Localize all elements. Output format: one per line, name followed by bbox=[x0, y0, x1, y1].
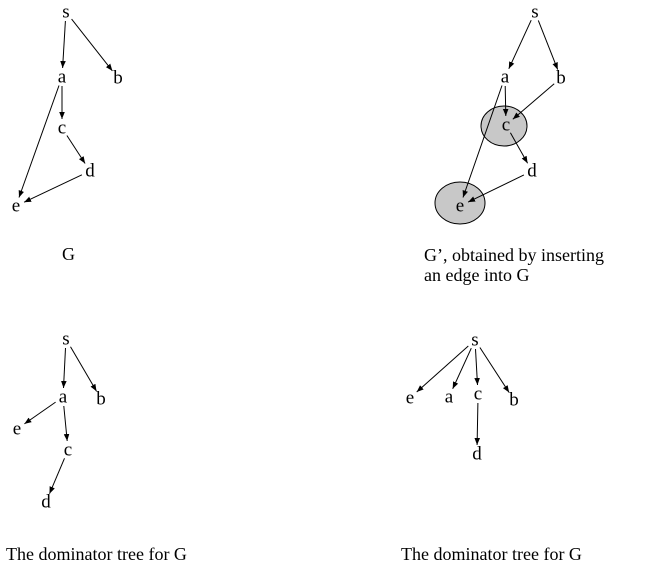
edge-d-e bbox=[467, 174, 525, 203]
node-e: e bbox=[406, 388, 414, 409]
highlight-ellipse-e bbox=[434, 181, 486, 225]
node-a: a bbox=[59, 387, 68, 408]
node-c: c bbox=[64, 440, 72, 461]
node-c: c bbox=[474, 384, 482, 405]
caption-line: an edge into G bbox=[424, 265, 529, 285]
caption-line: The dominator tree for G bbox=[6, 544, 187, 564]
node-b: b bbox=[556, 68, 566, 89]
node-a: a bbox=[58, 67, 67, 88]
node-b: b bbox=[96, 389, 106, 410]
node-c: c bbox=[58, 118, 66, 139]
caption-line: G bbox=[62, 244, 75, 264]
caption-line: The dominator tree for G bbox=[401, 544, 582, 564]
node-e: e bbox=[12, 196, 20, 217]
edge-s-b bbox=[70, 346, 97, 392]
node-b: b bbox=[509, 390, 519, 411]
edge-s-a bbox=[60, 20, 66, 69]
edge-s-a bbox=[508, 19, 532, 70]
edge-s-c bbox=[474, 348, 480, 386]
edge-s-b bbox=[71, 18, 113, 72]
node-d: d bbox=[41, 492, 51, 513]
node-d: d bbox=[527, 161, 537, 182]
node-s: s bbox=[531, 2, 538, 23]
edge-s-b bbox=[537, 20, 559, 70]
edge-c-d bbox=[474, 402, 481, 446]
edge-s-a bbox=[61, 347, 67, 389]
edge-s-a bbox=[452, 347, 472, 390]
node-c: c bbox=[502, 115, 510, 136]
caption-line: G’, obtained by inserting bbox=[424, 245, 604, 265]
edge-a-c bbox=[502, 85, 509, 117]
node-b: b bbox=[113, 68, 123, 89]
node-s: s bbox=[62, 2, 69, 23]
edge-d-e bbox=[23, 174, 83, 203]
edge-b-c bbox=[512, 83, 555, 120]
edge-c-d bbox=[509, 132, 529, 164]
panel-graph-g: s a b c d eG bbox=[12, 2, 123, 265]
node-s: s bbox=[62, 329, 69, 350]
edge-a-e bbox=[18, 85, 60, 198]
edge-s-e bbox=[416, 345, 469, 393]
node-d: d bbox=[472, 444, 482, 465]
edge-a-e bbox=[462, 85, 503, 198]
node-a: a bbox=[501, 67, 510, 88]
node-d: d bbox=[85, 161, 95, 182]
node-e: e bbox=[13, 419, 21, 440]
edge-a-c bbox=[63, 405, 70, 442]
node-a: a bbox=[445, 387, 454, 408]
edge-c-d bbox=[66, 135, 86, 164]
edge-a-e bbox=[24, 401, 56, 425]
node-e: e bbox=[456, 196, 464, 217]
edge-s-b bbox=[479, 347, 510, 393]
edge-c-d bbox=[49, 458, 65, 494]
node-s: s bbox=[471, 330, 478, 351]
